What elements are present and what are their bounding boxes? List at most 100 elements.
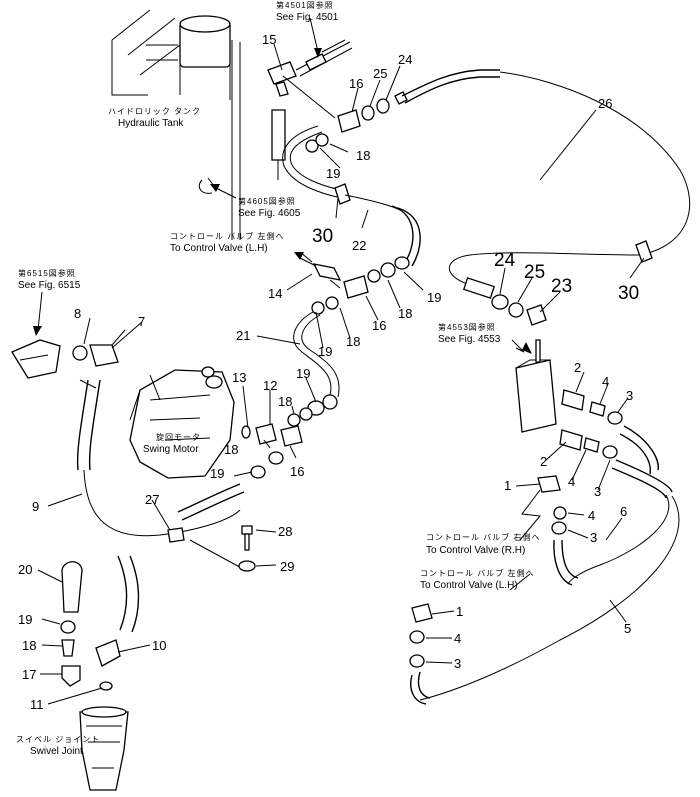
callout-16c: 16 xyxy=(290,464,304,479)
callout-21: 21 xyxy=(236,328,250,343)
callout-19b: 19 xyxy=(427,290,441,305)
leader xyxy=(282,75,336,119)
callout-1a: 1 xyxy=(504,478,511,493)
callout-6: 6 xyxy=(620,504,627,519)
part-4d xyxy=(409,630,425,644)
callout-19e: 19 xyxy=(210,466,224,481)
hose-6-end xyxy=(553,539,573,586)
hose-26-fitting xyxy=(463,277,495,299)
callout-19c: 19 xyxy=(318,344,332,359)
hose-21 xyxy=(293,296,340,416)
oring-11 xyxy=(99,681,113,691)
swing-motor xyxy=(129,366,313,479)
callout-3c: 3 xyxy=(590,530,597,545)
callout-5: 5 xyxy=(624,621,631,636)
part-3d xyxy=(409,654,425,668)
callout-24b: 24 xyxy=(494,250,516,271)
elbow-1b xyxy=(411,603,433,623)
elbow-17 xyxy=(61,665,81,687)
swing-motor-en: Swing Motor xyxy=(143,444,199,455)
callout-19f: 19 xyxy=(18,612,32,627)
callout-15: 15 xyxy=(262,32,276,47)
swivel-joint-en: Swivel Joint xyxy=(30,746,83,757)
elbow-10 xyxy=(95,639,121,667)
dest-cv-lh-bottom-jp: コントロール バルブ 左側へ xyxy=(420,568,534,578)
callout-3d: 3 xyxy=(454,656,461,671)
callout-18e: 18 xyxy=(224,442,238,457)
callout-13: 13 xyxy=(232,370,246,385)
hose-26-end xyxy=(401,69,500,97)
clamp-30 xyxy=(635,240,653,263)
callout-4d: 4 xyxy=(454,631,461,646)
hose-9 xyxy=(76,379,245,633)
callout-30b: 30 xyxy=(618,283,639,304)
dest-cv-lh-top-en: To Control Valve (L.H) xyxy=(170,243,268,254)
elbow-1a xyxy=(537,475,561,493)
callout-4a: 4 xyxy=(602,374,609,389)
callout-3a: 3 xyxy=(626,388,633,403)
part-4c xyxy=(553,506,567,520)
callout-19d: 19 xyxy=(296,366,310,381)
bolt-28 xyxy=(241,525,253,551)
ref-6515-jp: 第6515図参照 xyxy=(18,268,76,278)
pipe-to-4605 xyxy=(271,109,286,161)
callout-4c: 4 xyxy=(588,508,595,523)
dest-cv-lh-top-jp: コントロール バルブ 左側へ xyxy=(170,231,284,241)
valve-block xyxy=(515,339,557,433)
callout-16b: 16 xyxy=(372,318,386,333)
hose-20 xyxy=(61,561,83,613)
callout-18: 18 xyxy=(356,148,370,163)
callout-3b: 3 xyxy=(594,484,601,499)
ref-4501-en: See Fig. 4501 xyxy=(276,12,339,23)
callout-23: 23 xyxy=(551,276,572,297)
callout-9: 9 xyxy=(32,499,39,514)
dest-cv-rh-jp: コントロール バルブ 右側へ xyxy=(426,532,540,542)
fittings-right-2-4-3 xyxy=(559,389,623,459)
callout-8: 8 xyxy=(74,306,81,321)
clamp-27 xyxy=(167,527,185,543)
callout-16: 16 xyxy=(349,76,363,91)
leader-lines xyxy=(37,43,645,705)
fittings-top-16-25-24 xyxy=(337,91,408,133)
dest-cv-lh-bottom-en: To Control Valve (L.H) xyxy=(420,580,518,591)
callout-7: 7 xyxy=(138,314,145,329)
callout-27: 27 xyxy=(145,492,159,507)
hydraulic-tank xyxy=(111,9,241,240)
hose-5-end xyxy=(410,674,427,705)
part-25b xyxy=(508,302,524,318)
ref-4605-jp: 第4605図参照 xyxy=(238,196,296,206)
ref-6515-en: See Fig. 6515 xyxy=(18,280,81,291)
callout-26: 26 xyxy=(598,96,612,111)
elbow-23 xyxy=(526,304,547,326)
part-24b xyxy=(491,294,509,310)
callout-18b: 18 xyxy=(398,306,412,321)
callout-18d: 18 xyxy=(278,394,292,409)
dest-cv-rh-en: To Control Valve (R.H) xyxy=(426,545,525,556)
callout-20: 20 xyxy=(18,562,32,577)
connector-14 xyxy=(312,263,342,281)
callout-18c: 18 xyxy=(346,334,360,349)
callout-24: 24 xyxy=(398,52,412,67)
part-18f xyxy=(61,639,75,657)
ref-4553-en: See Fig. 4553 xyxy=(438,334,501,345)
hydraulic-tank-en: Hydraulic Tank xyxy=(118,118,184,129)
part-3c xyxy=(551,521,567,535)
ref-4501-jp: 第4501図参照 xyxy=(276,0,334,10)
hose-26-end-outline xyxy=(404,76,500,104)
callout-22: 22 xyxy=(352,238,366,253)
callout-28: 28 xyxy=(278,524,292,539)
swing-motor-jp: 旋回モータ xyxy=(156,432,201,442)
callout-10: 10 xyxy=(152,638,166,653)
hose-6 xyxy=(567,425,673,585)
hose-26-lower xyxy=(448,252,641,286)
callout-30: 30 xyxy=(312,226,333,247)
fittings-19-18-16-row xyxy=(329,256,410,299)
part-19f xyxy=(60,620,76,634)
callout-17: 17 xyxy=(22,667,36,682)
callout-1b: 1 xyxy=(456,604,463,619)
callout-2a: 2 xyxy=(574,360,581,375)
callout-19: 19 xyxy=(326,166,340,181)
callout-4b: 4 xyxy=(568,474,575,489)
callout-29: 29 xyxy=(280,559,294,574)
reference-arrows xyxy=(33,17,541,591)
